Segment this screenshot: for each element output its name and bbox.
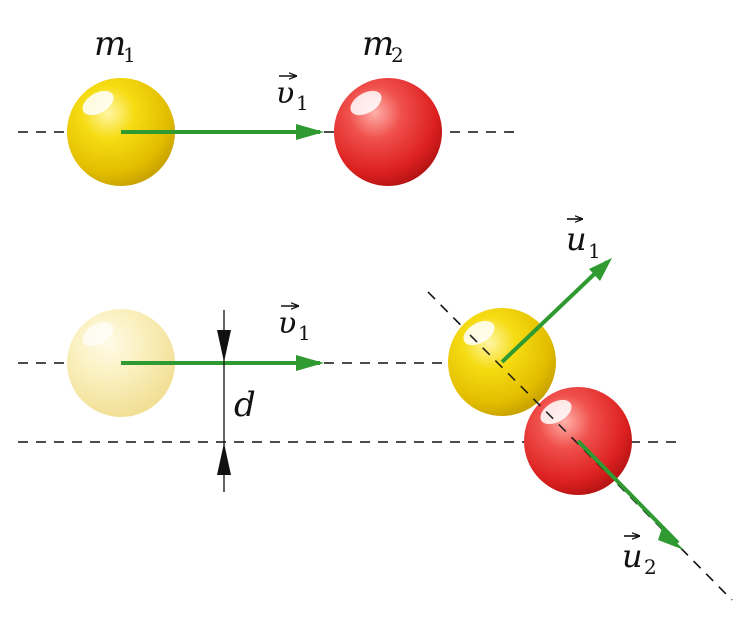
- svg-text:u: u: [566, 220, 587, 258]
- ball-m2: [334, 78, 442, 186]
- label-u2: u 2: [622, 536, 657, 579]
- velocity-u2-arrow: [576, 439, 680, 545]
- velocity-v1-arrowhead-bottom: [296, 355, 324, 371]
- velocity-u1-arrow: [500, 260, 609, 364]
- impact-arrowhead-top: [217, 330, 231, 362]
- svg-text:1: 1: [296, 91, 309, 115]
- label-v1-bottom: υ 1: [278, 306, 311, 345]
- label-d: d: [234, 385, 256, 425]
- svg-text:1: 1: [298, 321, 311, 345]
- velocity-u1-arrowhead: [589, 258, 612, 281]
- velocity-v1-arrowhead-top: [296, 124, 324, 140]
- svg-text:1: 1: [123, 43, 136, 67]
- svg-text:2: 2: [391, 43, 404, 67]
- label-m1: m 1: [94, 24, 136, 67]
- svg-text:m: m: [94, 24, 126, 64]
- svg-text:u: u: [622, 537, 643, 575]
- svg-text:υ: υ: [278, 306, 296, 341]
- label-m2: m 2: [362, 24, 404, 67]
- svg-text:υ: υ: [276, 76, 294, 111]
- svg-text:1: 1: [588, 239, 601, 263]
- velocity-u2-arrowhead: [658, 528, 684, 550]
- label-u1: u 1: [566, 219, 601, 263]
- impact-arrowhead-bottom: [217, 443, 231, 475]
- svg-text:2: 2: [644, 555, 657, 579]
- label-v1-top: υ 1: [276, 76, 309, 115]
- svg-text:m: m: [362, 24, 394, 64]
